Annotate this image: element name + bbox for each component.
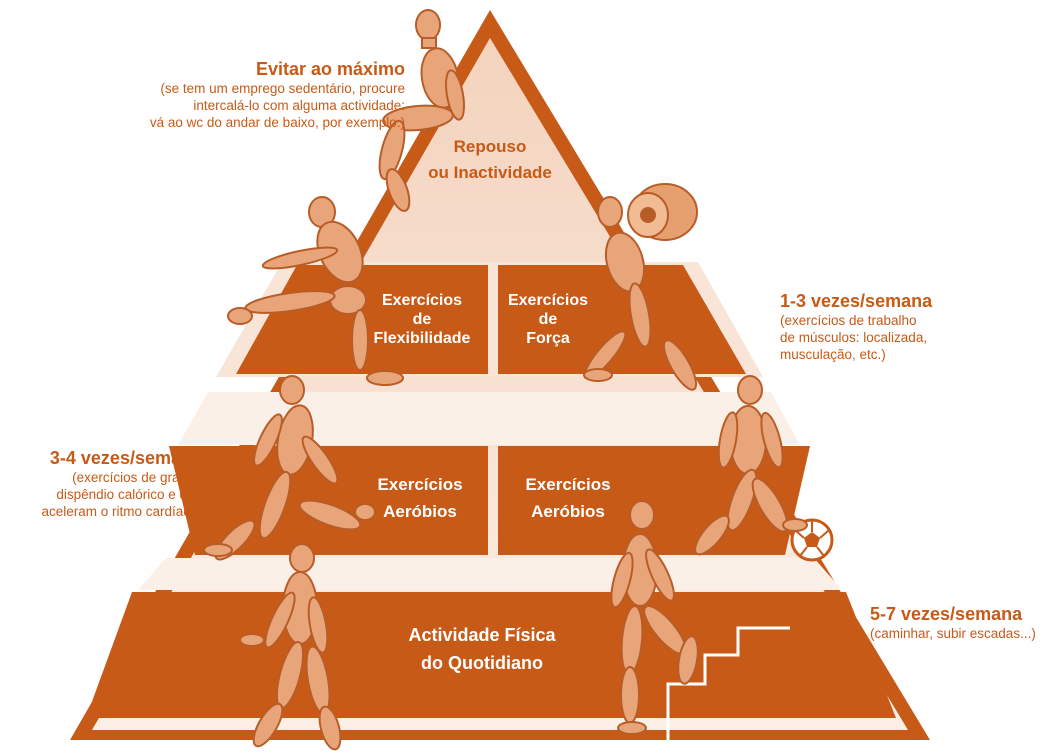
strength-label-line1: Exercícios <box>508 292 588 309</box>
runner-mannequin-icon <box>203 375 376 561</box>
annotation-strength-title: 1-3 vezes/semana <box>780 291 933 311</box>
annotation-strength-line: musculação, etc.) <box>780 347 886 362</box>
top-label-line2: ou Inactividade <box>428 163 552 182</box>
band-light-lower <box>178 392 800 445</box>
flexibility-label-line2: de <box>413 311 432 328</box>
top-label-line1: Repouso <box>454 137 527 156</box>
strength-label-line2: de <box>539 311 558 328</box>
band-light-base <box>138 558 842 590</box>
annotation-avoid-line: intercalá-lo com alguma actividade: <box>193 98 405 113</box>
stairs-icon <box>666 626 790 740</box>
base-label-line2: do Quotidiano <box>421 653 543 673</box>
strength-box <box>498 265 746 374</box>
annotation-aerobic-line: (exercícios de grande <box>72 470 202 485</box>
annotation-daily-title: 5-7 vezes/semana <box>870 604 1023 624</box>
annotation-daily-frequency: 5-7 vezes/semana (caminhar, subir escada… <box>870 603 1060 642</box>
flexibility-label-line3: Flexibilidade <box>374 330 471 347</box>
annotation-strength-frequency: 1-3 vezes/semana (exercícios de trabalho… <box>780 290 1010 363</box>
annotation-aerobic-frequency: 3-4 vezes/semana (exercícios de grande d… <box>0 447 202 520</box>
annotation-avoid-line: (se tem um emprego sedentário, procure <box>160 81 405 96</box>
stretching-mannequin-icon <box>227 196 404 386</box>
aerobic-left-label-line1: Exercícios <box>377 475 462 494</box>
aerobic-right-label-line2: Aeróbios <box>531 502 605 521</box>
flexibility-label-line1: Exercícios <box>382 292 462 309</box>
walker-mannequin-icon <box>239 543 342 751</box>
annotation-avoid-line: vá ao wc do andar de baixo, por exemplo.… <box>149 115 405 130</box>
weightlifter-mannequin-icon <box>583 183 698 391</box>
annotation-aerobic-line: dispêndio calórico e que <box>56 487 202 502</box>
annotation-strength-line: de músculos: localizada, <box>780 330 928 345</box>
strength-label-line3: Força <box>526 330 570 347</box>
aerobic-left-label-line2: Aeróbios <box>383 502 457 521</box>
base-label-line1: Actividade Física <box>408 625 556 645</box>
annotation-aerobic-line: aceleram o ritmo cardíaco) <box>41 504 202 519</box>
annotation-daily-line: (caminhar, subir escadas...) <box>870 626 1036 641</box>
weight-plates-icon <box>627 183 698 241</box>
sitting-mannequin-icon <box>378 9 465 212</box>
annotation-aerobic-title: 3-4 vezes/semana <box>49 448 202 468</box>
annotation-strength-line: (exercícios de trabalho <box>780 313 917 328</box>
aerobic-right-label-line1: Exercícios <box>525 475 610 494</box>
annotation-avoid-title: Evitar ao máximo <box>255 59 405 79</box>
soccer-mannequin-icon <box>694 375 808 556</box>
stair-climber-mannequin-icon <box>610 500 699 735</box>
annotation-avoid: Evitar ao máximo (se tem um emprego sede… <box>85 58 405 131</box>
